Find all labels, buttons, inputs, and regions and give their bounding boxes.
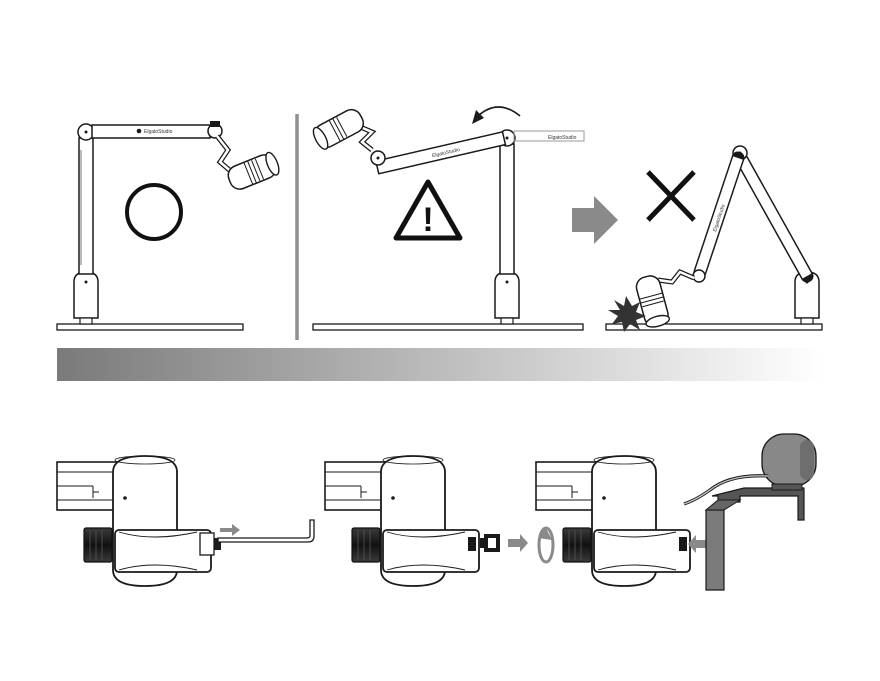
threaded-stud bbox=[679, 537, 687, 551]
webcam bbox=[684, 434, 816, 590]
panel-correct: ElgatoStudio bbox=[57, 121, 282, 330]
upper-arm-tilted: ElgatoStudio bbox=[376, 132, 506, 174]
direction-arrow-icon bbox=[508, 534, 528, 552]
lower-arm bbox=[500, 144, 514, 274]
panel-warning: ElgatoStudio ElgatoStudio ! bbox=[311, 106, 584, 330]
desk-surface bbox=[57, 324, 243, 330]
microphone bbox=[225, 151, 281, 192]
ghost-arm-logo: ElgatoStudio bbox=[548, 135, 577, 141]
microphone bbox=[311, 106, 367, 151]
step-3-attach-webcam bbox=[536, 434, 816, 590]
mount-base bbox=[74, 272, 98, 318]
step-1-loosen-screw bbox=[57, 456, 314, 586]
tension-knob bbox=[352, 528, 380, 562]
step-2-remove-adapter bbox=[325, 456, 528, 586]
warning-triangle-icon: ! bbox=[396, 182, 460, 239]
mount-base bbox=[495, 272, 519, 318]
tension-knob bbox=[563, 528, 591, 562]
cross-x-icon bbox=[648, 172, 694, 220]
panel-wrong: ElgatoStudio bbox=[606, 146, 822, 332]
warning-glyph: ! bbox=[422, 201, 433, 239]
lower-arm bbox=[740, 156, 807, 276]
arm-logo-text: ElgatoStudio bbox=[144, 129, 173, 135]
mic-adapter bbox=[200, 533, 214, 555]
section-banner bbox=[57, 348, 822, 381]
webcam-clip bbox=[706, 510, 724, 590]
mic-adapter-removed bbox=[484, 534, 500, 552]
desk-surface bbox=[313, 324, 583, 330]
threaded-stud bbox=[468, 537, 476, 551]
logo-mark bbox=[137, 129, 142, 134]
rotate-arrow-icon bbox=[478, 107, 520, 116]
rotate-direction-icon bbox=[538, 528, 553, 562]
circle-ok-icon bbox=[127, 185, 181, 239]
tension-knob bbox=[84, 528, 112, 562]
next-arrow-icon bbox=[572, 196, 618, 244]
direction-arrow-icon bbox=[220, 524, 240, 536]
